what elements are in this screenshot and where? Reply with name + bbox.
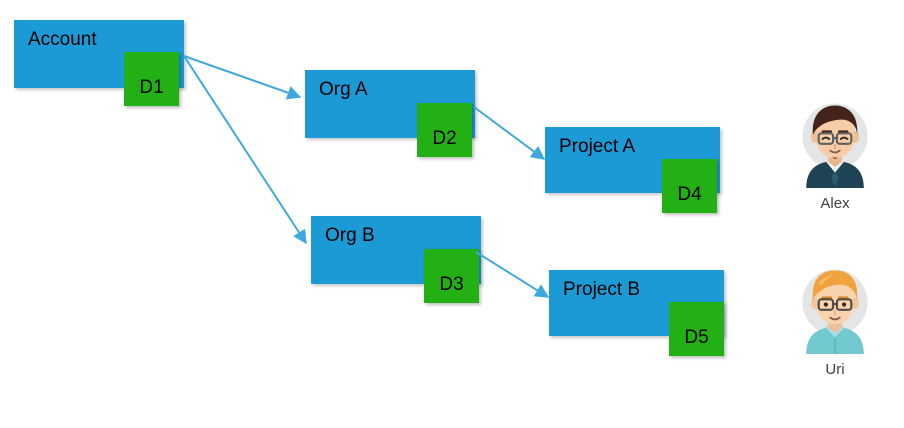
- node-project-a[interactable]: Project A D4: [545, 127, 720, 213]
- person-uri-name: Uri: [825, 361, 845, 378]
- node-org-a-label: Org A: [319, 79, 368, 100]
- edge-account-to-org-a: [183, 55, 302, 100]
- edge-org-b-to-project-b: [475, 251, 550, 298]
- node-account-label: Account: [28, 29, 97, 50]
- node-project-b-label: Project B: [563, 279, 641, 300]
- node-project-b[interactable]: Project B D5: [549, 270, 724, 356]
- node-project-a-badge-label: D4: [677, 184, 702, 205]
- node-account[interactable]: Account D1: [14, 20, 184, 106]
- node-project-b-badge[interactable]: D5: [669, 302, 724, 356]
- node-org-b[interactable]: Org B D3: [311, 216, 481, 303]
- person-alex-name: Alex: [820, 195, 850, 212]
- node-org-a-badge-label: D2: [432, 128, 457, 149]
- node-account-badge-label: D1: [139, 77, 164, 98]
- node-project-a-badge[interactable]: D4: [662, 159, 717, 213]
- node-org-a-badge[interactable]: D2: [417, 103, 472, 157]
- person-alex[interactable]: Alex: [780, 92, 890, 214]
- avatar-uri-icon: [802, 269, 868, 354]
- edge-org-a-to-project-a: [473, 106, 546, 160]
- node-org-a[interactable]: Org A D2: [305, 70, 475, 157]
- node-account-badge[interactable]: D1: [124, 52, 179, 106]
- person-uri[interactable]: Uri: [780, 258, 890, 380]
- node-org-b-label: Org B: [325, 225, 375, 246]
- node-org-b-badge-label: D3: [439, 274, 464, 295]
- node-org-b-badge[interactable]: D3: [424, 249, 479, 303]
- node-project-b-badge-label: D5: [684, 327, 709, 348]
- avatar-alex-icon: [802, 103, 868, 188]
- edge-account-to-org-b: [183, 55, 307, 245]
- node-project-a-label: Project A: [559, 136, 636, 157]
